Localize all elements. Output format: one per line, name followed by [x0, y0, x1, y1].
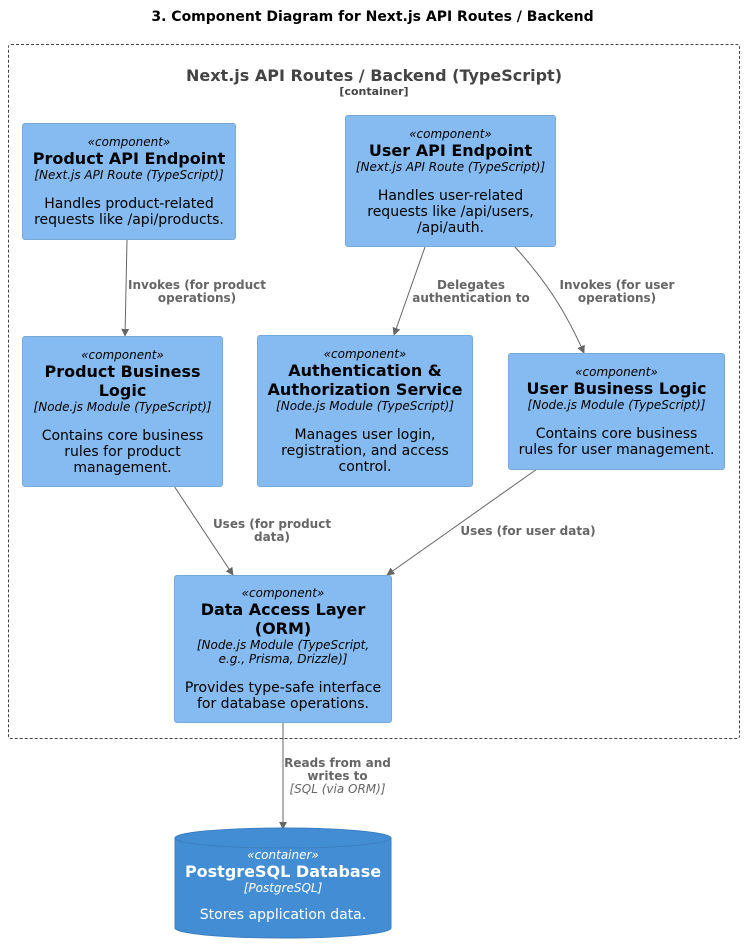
postgresql-database[interactable]: «container» PostgreSQL Database [Postgre… [175, 848, 391, 923]
component-description: Manages user login, registration, and ac… [281, 427, 449, 475]
edge-label-product-invokes: Invokes (for product operations) [128, 278, 266, 305]
component-description: Contains core business rules for user ma… [518, 426, 715, 458]
component-description: Handles product-related requests like /a… [34, 196, 224, 228]
database-tech: [PostgreSQL] [243, 881, 323, 895]
stereotype: «component» [87, 135, 171, 149]
edge-label-reads-writes-tech: [SQL (via ORM)] [289, 782, 386, 796]
component-tech: [Next.js API Route (TypeScript)] [355, 159, 546, 174]
component-tech: [Node.js Module (TypeScript)] [33, 399, 212, 414]
edge-product-api-to-logic [121, 239, 130, 337]
edge-user-api-to-logic [514, 246, 585, 354]
component-name: User API Endpoint [368, 140, 533, 160]
edge-label-reads-writes-text: Reads from and writes to [284, 756, 391, 783]
user-api-endpoint[interactable]: «component» User API Endpoint [Next.js A… [345, 115, 556, 247]
component-description: Handles user-related requests like /api/… [367, 187, 534, 236]
database-description: Stores application data. [199, 907, 367, 923]
stereotype: «component» [81, 347, 164, 362]
user-business-logic[interactable]: «component» User Business Logic [Node.js… [508, 353, 725, 470]
product-business-logic[interactable]: «component» Product Business Logic [Node… [22, 336, 223, 487]
container-boundary [8, 44, 740, 739]
component-tech: [Next.js API Route (TypeScript)] [34, 168, 224, 182]
component-name: Data Access Layer (ORM) [200, 600, 366, 638]
component-description: Provides type-safe interface for databas… [184, 680, 382, 712]
component-name: Product API Endpoint [32, 149, 226, 168]
edge-label-reads-writes: Reads from and writes to [SQL (via ORM)] [280, 757, 395, 796]
edge-label-uses-product-data: Uses (for product data) [212, 517, 332, 544]
component-tech: [Node.js Module (TypeScript, e.g., Prism… [196, 638, 370, 666]
edge-user-logic-to-dal [386, 468, 538, 576]
stereotype: «component» [323, 347, 407, 361]
component-tech: [Node.js Module (TypeScript)] [276, 399, 454, 413]
database-cylinder [174, 827, 392, 939]
product-api-endpoint[interactable]: «component» Product API Endpoint [Next.j… [22, 123, 236, 240]
diagram-title: 3. Component Diagram for Next.js API Rou… [151, 9, 594, 25]
stereotype: «component» [241, 586, 325, 600]
component-tech: [Node.js Module (TypeScript)] [527, 398, 706, 412]
boundary-title: Next.js API Routes / Backend (TypeScript… [185, 66, 563, 85]
boundary-type: [container] [339, 85, 409, 98]
stereotype: «container» [247, 848, 319, 862]
edge-label-uses-user-data: Uses (for user data) [460, 524, 596, 538]
component-name: Authentication & Authorization Service [267, 361, 463, 399]
component-description: Contains core business rules for product… [41, 427, 204, 476]
database-name: PostgreSQL Database [184, 862, 382, 881]
edge-user-api-to-auth [392, 246, 426, 336]
component-name: Product Business Logic [44, 361, 201, 400]
component-name: User Business Logic [526, 379, 707, 398]
auth-service[interactable]: «component» Authentication & Authorizati… [257, 335, 473, 487]
stereotype: «component» [575, 365, 658, 379]
edge-product-logic-to-dal [173, 485, 234, 576]
stereotype: «component» [409, 126, 492, 141]
data-access-layer[interactable]: «component» Data Access Layer (ORM) [Nod… [174, 575, 392, 723]
edge-label-user-invokes: Invokes (for user operations) [559, 278, 675, 305]
edge-label-delegates-auth: Delegates authentication to [412, 278, 530, 305]
